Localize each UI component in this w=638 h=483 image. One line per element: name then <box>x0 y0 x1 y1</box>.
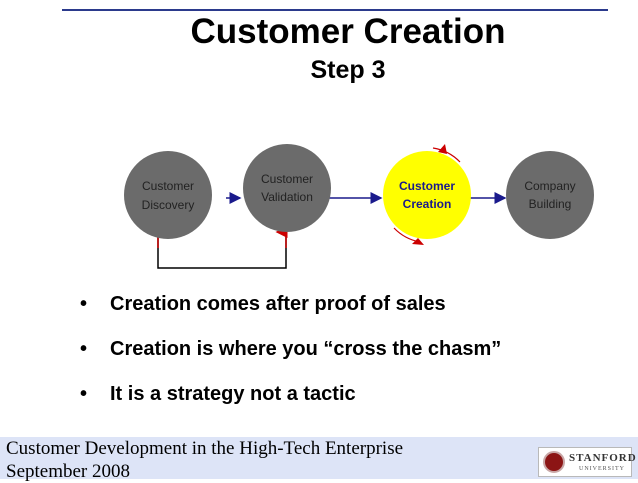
cycle-arrow-top <box>432 147 461 163</box>
stanford-logo: STANFORD UNIVERSITY <box>538 447 636 477</box>
bullet-list: • Creation comes after proof of sales • Cr… <box>80 290 501 425</box>
node-label-discovery-2: Discovery <box>142 198 195 212</box>
slide-subtitle: Step 3 <box>310 56 386 84</box>
bullet-dot-icon: • <box>80 338 88 360</box>
node-company-building <box>506 151 594 239</box>
cycle-arrowhead-bottom <box>412 238 424 245</box>
node-label-validation-1: Customer <box>261 172 313 186</box>
bullet-text: Creation comes after proof of sales <box>110 293 446 315</box>
bullet-text: Creation is where you “cross the chasm” <box>110 338 502 360</box>
node-customer-creation <box>383 151 471 239</box>
bullet-text: It is a strategy not a tactic <box>110 383 356 405</box>
bullet-item: • Creation is where you “cross the chasm” <box>80 335 501 380</box>
node-label-validation-2: Validation <box>261 190 313 204</box>
logo-subtext: UNIVERSITY <box>579 466 625 472</box>
cycle-arrowhead-top <box>438 144 447 154</box>
node-label-building-1: Company <box>524 179 575 193</box>
bullet-item: • Creation comes after proof of sales <box>80 290 501 335</box>
logo-wordmark: STANFORD <box>569 452 637 464</box>
bullet-dot-icon: • <box>80 383 88 405</box>
top-rule <box>62 9 608 11</box>
feedback-loop <box>157 236 287 269</box>
slide-title: Customer Creation <box>190 12 506 51</box>
node-customer-validation <box>243 144 331 232</box>
footer-date: September 2008 <box>6 461 131 482</box>
bullet-item: • It is a strategy not a tactic <box>80 380 501 425</box>
footer-bar: Customer Development in the High-Tech En… <box>0 437 638 482</box>
node-customer-discovery <box>124 151 212 239</box>
node-label-discovery-1: Customer <box>142 179 194 193</box>
process-diagram: Customer Discovery Customer Validation C… <box>124 144 594 269</box>
stanford-seal-icon <box>543 451 565 473</box>
bullet-dot-icon: • <box>80 293 88 315</box>
node-label-building-2: Building <box>529 197 572 211</box>
footer-title: Customer Development in the High-Tech En… <box>6 438 404 459</box>
node-label-creation-2: Creation <box>403 197 452 211</box>
node-label-creation-1: Customer <box>399 179 455 193</box>
